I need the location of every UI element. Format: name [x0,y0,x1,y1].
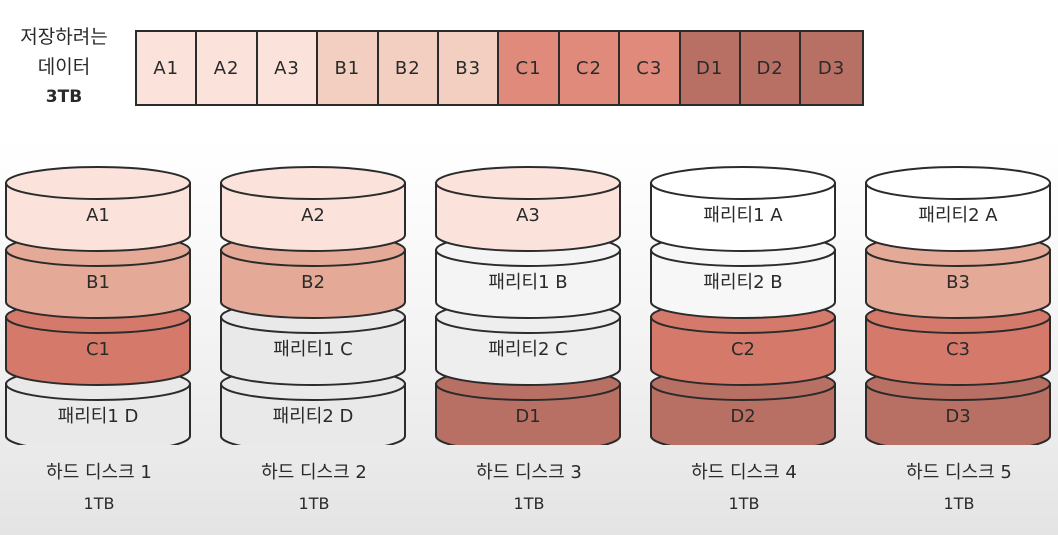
disk-capacity: 1TB [943,494,975,513]
disk-capacity: 1TB [513,494,545,513]
hard-disk-4: D2 C2 패리티2 B 패리티1 A [650,166,836,445]
disk-block-label: 패리티2 C [488,339,567,360]
data-block-cell: B1 [318,32,379,104]
disk-layer-body [435,182,621,252]
disk-block-label: 패리티1 C [273,339,352,360]
disk-layer: 패리티2 A [865,166,1051,252]
disk-block-label: 패리티2 B [703,272,782,293]
disk-layer: A2 [220,166,406,252]
hard-disk-5: D3 C3 B3 패리티2 A [865,166,1051,445]
disk-block-label: B2 [301,272,325,293]
disk-layer-body [865,316,1051,386]
disk-name: 하드 디스크 2 [261,462,367,483]
data-label-line1: 저장하려는 [20,26,108,48]
data-block-cell: C2 [559,32,621,104]
data-label: 저장하려는 데이터 3TB [8,22,120,112]
disk-capacity: 1TB [728,494,760,513]
disk-block-label: 패리티1 B [488,272,567,293]
hard-disk-1: 패리티1 D C1 B1 A1 [5,166,191,445]
disk-layer-body [5,182,191,252]
disk-block-label: D3 [945,406,970,427]
data-block-cell: D1 [680,32,741,104]
disk-layer-top [220,166,406,200]
disk-block-label: A2 [301,205,325,226]
disk-layer: A1 [5,166,191,252]
disk-layer: 패리티1 A [650,166,836,252]
disk-name: 하드 디스크 5 [906,462,1012,483]
disk-layer-body [5,316,191,386]
disk-block-label: C2 [731,339,755,360]
data-block-cell: C3 [620,32,681,104]
disk-block-label: D1 [515,406,540,427]
data-label-size: 3TB [45,87,83,107]
disk-layer: A3 [435,166,621,252]
disk-block-label: D2 [730,406,755,427]
disk-name: 하드 디스크 1 [46,462,152,483]
disk-capacity: 1TB [83,494,115,513]
data-block-cell: B3 [438,32,500,104]
disk-layer-top [5,166,191,200]
disk-block-label: A1 [86,205,110,226]
disk-layer-body [650,182,836,252]
data-block-cell: B2 [378,32,439,104]
disk-capacity: 1TB [298,494,330,513]
disk-layer-body [650,316,836,386]
data-block-cell: C1 [499,32,560,104]
disk-layer-body [435,383,621,445]
disk-layer-top [865,166,1051,200]
disk-block-label: 패리티1 A [703,205,783,226]
disk-block-label: B1 [86,272,110,293]
disk-block-label: C3 [946,339,970,360]
disk-name: 하드 디스크 3 [476,462,582,483]
disk-block-label: 패리티2 D [273,406,354,427]
data-block-cell: A3 [257,32,319,104]
data-block-cell: A2 [197,32,258,104]
disk-layer-body [865,383,1051,445]
disk-layer-body [435,316,621,386]
disk-block-label: 패리티2 A [918,205,998,226]
disk-layer-body [650,249,836,319]
disk-layer-body [865,249,1051,319]
disk-layer-body [650,383,836,445]
disk-layer-body [435,249,621,319]
data-block-cell: A1 [137,32,198,104]
disk-layer-body [220,182,406,252]
hard-disk-2: 패리티2 D 패리티1 C B2 A2 [220,166,406,445]
disk-layer-top [650,166,836,200]
disk-layer-body [5,249,191,319]
disk-layer-top [435,166,621,200]
disk-block-label: 패리티1 D [58,406,139,427]
disk-layer-body [865,182,1051,252]
disk-layer-body [5,383,191,445]
data-block-cell: D3 [801,32,862,104]
disk-block-label: A3 [516,205,540,226]
disk-name: 하드 디스크 4 [691,462,797,483]
disk-block-label: C1 [86,339,110,360]
disk-layer-body [220,316,406,386]
data-label-line2: 데이터 [37,56,91,78]
disk-block-label: B3 [946,272,970,293]
hard-disk-3: D1 패리티2 C 패리티1 B A3 [435,166,621,445]
disk-layer-body [220,249,406,319]
disk-layer-body [220,383,406,445]
data-block-cell: D2 [740,32,802,104]
disk-layer: C3 [865,300,1051,386]
